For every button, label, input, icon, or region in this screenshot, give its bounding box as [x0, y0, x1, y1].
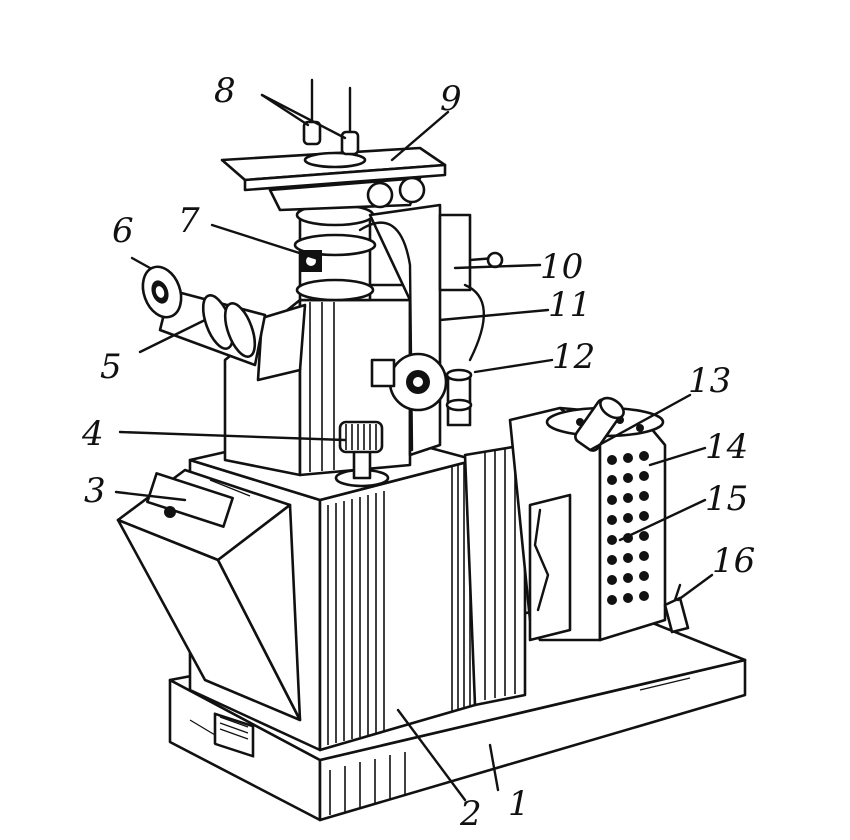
callout-9: 9 — [440, 79, 462, 119]
focus-knob — [370, 352, 473, 427]
callout-6: 6 — [112, 211, 134, 251]
callout-labels: 1 2 3 4 5 6 7 8 9 10 11 12 13 14 15 16 — [81, 71, 755, 834]
callout-16: 16 — [712, 541, 755, 581]
callout-8: 8 — [214, 71, 236, 111]
vent-grille — [213, 712, 255, 758]
callout-12: 12 — [552, 337, 595, 377]
specimen-stage — [220, 146, 447, 212]
stage-clamps — [302, 78, 360, 156]
lamp-cover-perforated — [576, 412, 649, 605]
callout-7: 7 — [178, 201, 200, 241]
control-panel — [116, 468, 302, 722]
eyepiece — [141, 265, 183, 319]
callout-13: 13 — [688, 361, 731, 401]
eyepiece-tube — [158, 288, 267, 367]
callout-14: 14 — [705, 427, 748, 467]
power-switch — [663, 583, 690, 634]
callout-4: 4 — [81, 414, 104, 454]
focus-column — [293, 203, 377, 302]
callout-1: 1 — [508, 784, 530, 824]
callout-2: 2 — [459, 794, 482, 834]
callout-10: 10 — [540, 247, 583, 287]
callout-5: 5 — [100, 347, 122, 387]
adjustment-knob — [334, 420, 390, 488]
callout-15: 15 — [705, 479, 748, 519]
callout-3: 3 — [84, 471, 106, 511]
lamp-adjust-knob — [574, 396, 625, 452]
callout-11: 11 — [548, 285, 591, 325]
leader-lines — [114, 93, 714, 802]
